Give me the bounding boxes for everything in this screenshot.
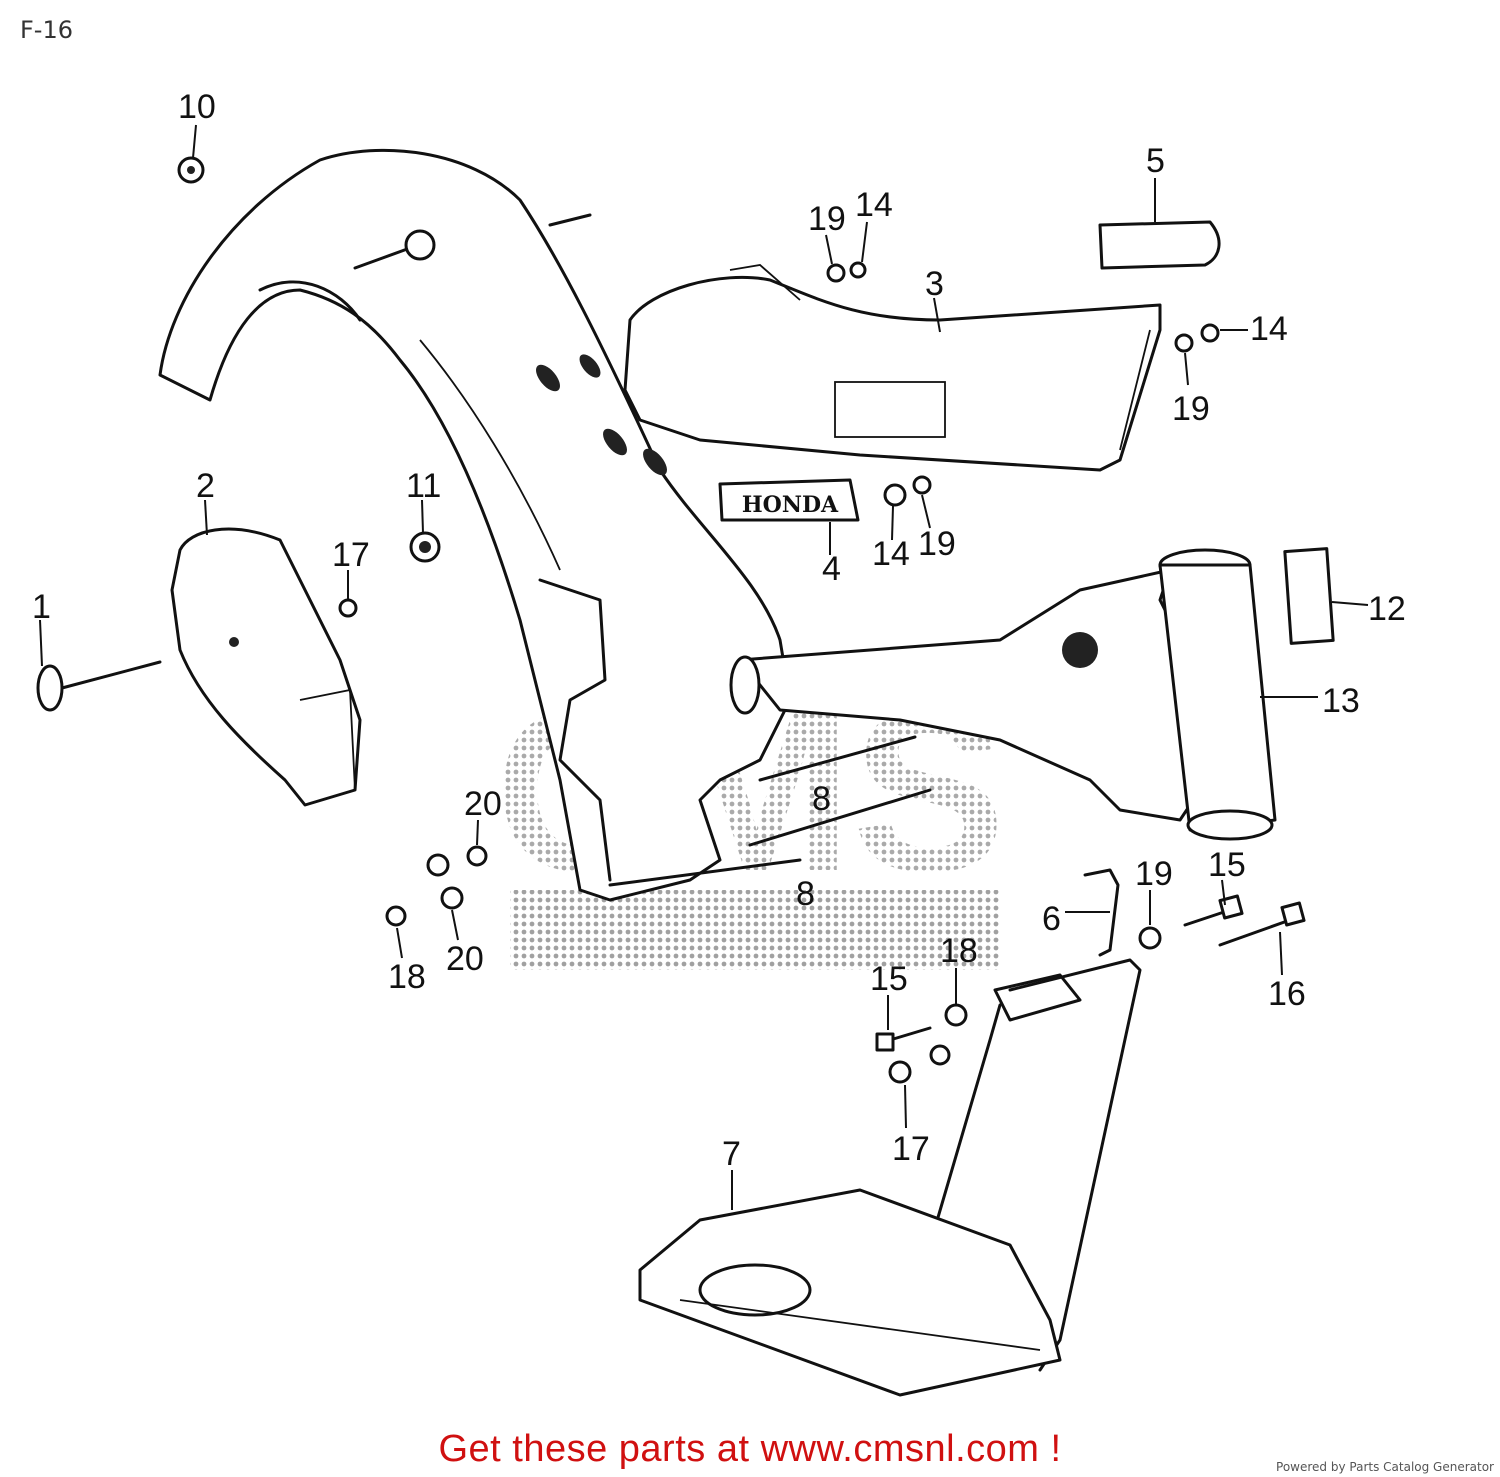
callout-5: 5 bbox=[1146, 142, 1165, 180]
callout-2: 2 bbox=[196, 467, 215, 505]
callout-15: 15 bbox=[870, 960, 908, 998]
emblem-plate bbox=[1098, 220, 1221, 270]
callout-20: 20 bbox=[464, 785, 502, 823]
leader-lines bbox=[39, 124, 1369, 1210]
long-bolts bbox=[608, 735, 932, 887]
callout-3: 3 bbox=[925, 265, 944, 303]
callout-1: 1 bbox=[32, 588, 51, 626]
callout-18: 18 bbox=[940, 932, 978, 970]
step-bar bbox=[638, 958, 1142, 1397]
callout-labels: 10 5 19 14 3 14 19 2 11 17 4 14 19 1 12 … bbox=[32, 88, 1406, 1173]
honda-emblem: HONDA bbox=[718, 478, 860, 522]
callout-11: 11 bbox=[406, 467, 441, 505]
exploded-parts-diagram: CMS bbox=[32, 88, 1406, 1397]
callout-14: 14 bbox=[1250, 310, 1288, 348]
callout-14: 14 bbox=[855, 186, 893, 224]
side-cover bbox=[170, 527, 362, 807]
callout-19: 19 bbox=[808, 200, 846, 238]
fasteners bbox=[177, 156, 1220, 1084]
callout-4: 4 bbox=[822, 550, 841, 588]
promo-link[interactable]: Get these parts at www.cmsnl.com ! bbox=[438, 1428, 1062, 1470]
callout-15: 15 bbox=[1208, 846, 1246, 884]
frame-head-pipe bbox=[729, 548, 1277, 841]
callout-10: 10 bbox=[178, 88, 216, 126]
rear-fender-frame bbox=[158, 148, 792, 902]
callout-12: 12 bbox=[1368, 590, 1406, 628]
callout-7: 7 bbox=[722, 1135, 741, 1173]
callout-8: 8 bbox=[796, 875, 815, 913]
callout-14: 14 bbox=[872, 535, 910, 573]
callout-19: 19 bbox=[1135, 855, 1173, 893]
callout-19: 19 bbox=[1172, 390, 1210, 428]
callout-17: 17 bbox=[332, 536, 370, 574]
callout-16: 16 bbox=[1268, 975, 1306, 1013]
callout-20: 20 bbox=[446, 940, 484, 978]
reflector bbox=[1283, 547, 1335, 645]
callout-6: 6 bbox=[1042, 900, 1061, 938]
emblem-text: HONDA bbox=[742, 492, 839, 518]
callout-8: 8 bbox=[812, 780, 831, 818]
callout-13: 13 bbox=[1322, 682, 1360, 720]
callout-18: 18 bbox=[388, 958, 426, 996]
credit-text: Powered by Parts Catalog Generator bbox=[1276, 1460, 1494, 1474]
frame-cover bbox=[623, 264, 1162, 472]
callout-17: 17 bbox=[892, 1130, 930, 1168]
page-title: F-16 bbox=[20, 16, 74, 44]
bracket-6 bbox=[1083, 868, 1120, 957]
bolt-1 bbox=[36, 660, 162, 712]
callout-19: 19 bbox=[918, 525, 956, 563]
